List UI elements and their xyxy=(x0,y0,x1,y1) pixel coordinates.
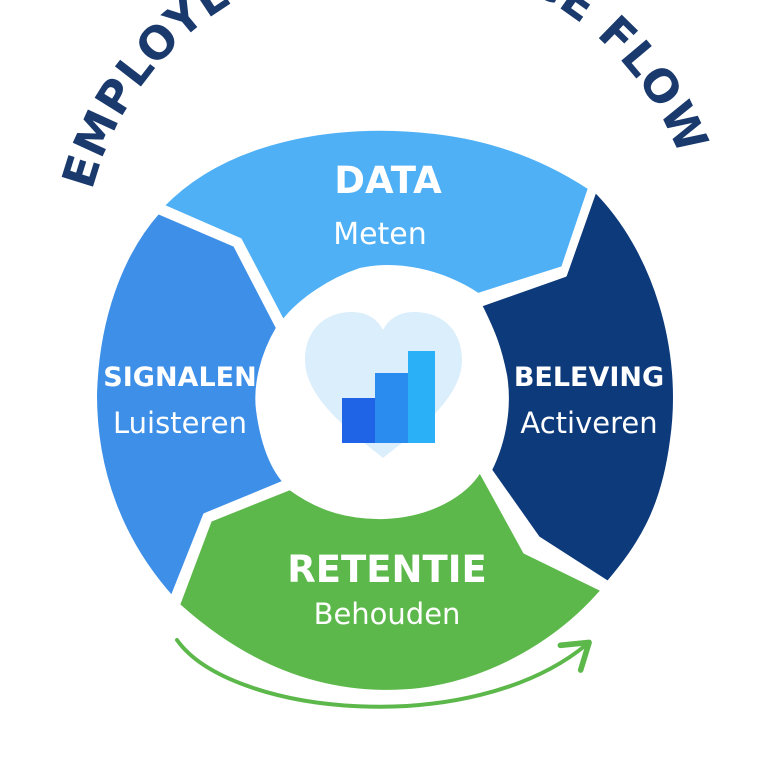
segment-signalen-subtitle: Luisteren xyxy=(113,406,247,440)
segment-retentie xyxy=(176,468,605,694)
curved-arrow-icon xyxy=(175,638,592,709)
bar-chart-bar-2 xyxy=(375,373,408,443)
bar-chart-bar-3 xyxy=(408,351,435,443)
segment-data xyxy=(160,126,592,324)
ring-segments xyxy=(93,126,677,694)
segment-data-subtitle: Meten xyxy=(333,217,427,252)
segment-signalen-title: SIGNALEN xyxy=(103,362,256,393)
segment-data-title: DATA xyxy=(334,159,442,202)
segment-retentie-subtitle: Behouden xyxy=(314,597,461,631)
bar-chart-bar-1 xyxy=(342,398,375,443)
segment-retentie-title: RETENTIE xyxy=(287,548,487,591)
segment-signalen xyxy=(93,210,287,600)
segment-beleving-subtitle: Activeren xyxy=(520,406,657,440)
segment-beleving xyxy=(478,188,677,585)
bar-chart-icon xyxy=(342,351,435,443)
segment-beleving-title: BELEVING xyxy=(514,362,664,393)
